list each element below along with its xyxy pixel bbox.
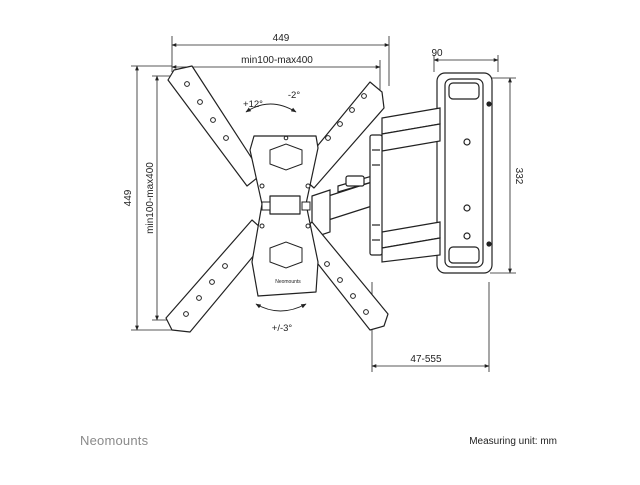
rotation-bottom-label: +/-3°: [272, 323, 293, 334]
arm-assembly: [311, 107, 471, 263]
left-vesa-label: min100-max400: [145, 162, 156, 234]
wall-plate: [436, 72, 493, 274]
measuring-unit: Measuring unit: mm: [469, 436, 557, 447]
bracket-details: [183, 81, 369, 317]
top-vesa-label: min100-max400: [241, 55, 313, 66]
top-width-label: 449: [273, 33, 290, 44]
rotation-arcs: [245, 103, 307, 312]
depth-label: 90: [431, 48, 443, 59]
rotation-minus-label: -2°: [288, 90, 300, 101]
left-height-label: 449: [123, 189, 134, 206]
vesa-x-bracket: [165, 65, 389, 333]
brand-name: Neomounts: [80, 433, 149, 448]
right-height-label: 332: [513, 168, 524, 185]
plate-logo: Neomounts: [275, 279, 301, 285]
extension-label: 47-555: [410, 354, 442, 365]
rotation-plus-label: +12°: [243, 99, 263, 110]
